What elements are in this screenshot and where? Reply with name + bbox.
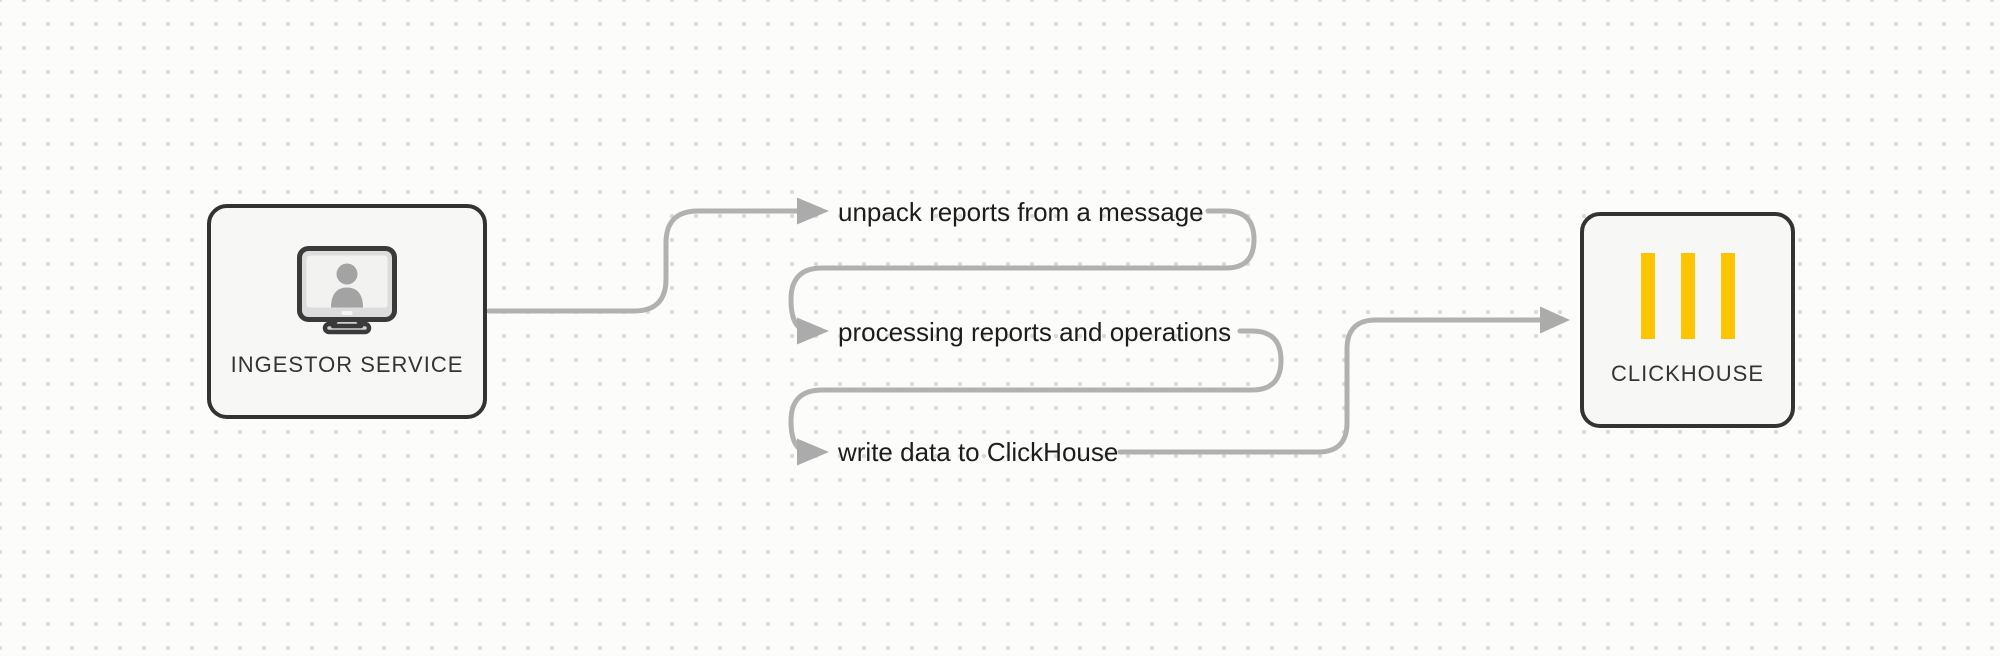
clickhouse-bars-icon <box>1640 253 1735 339</box>
connector-step1-to-step2[interactable] <box>788 208 1257 334</box>
clickhouse-bar <box>1640 253 1655 339</box>
arrowhead-icon <box>797 317 829 345</box>
arrowhead-icon <box>1540 306 1570 334</box>
connector-step3-to-clickhouse[interactable] <box>1117 317 1545 455</box>
node-label-ingestor: INGESTOR SERVICE <box>230 351 464 377</box>
node-label-clickhouse: CLICKHOUSE <box>1610 361 1765 386</box>
clickhouse-bar <box>1720 253 1735 339</box>
arrowhead-icon <box>797 197 829 225</box>
step-label-write[interactable]: write data to ClickHouse <box>838 437 1119 467</box>
connector-step2-to-step3[interactable] <box>788 328 1284 455</box>
clickhouse-bar <box>1680 253 1695 339</box>
node-ingestor-service[interactable]: INGESTOR SERVICE <box>207 204 487 419</box>
step-label-unpack[interactable]: unpack reports from a message <box>838 197 1204 227</box>
node-clickhouse[interactable]: CLICKHOUSE <box>1580 212 1795 428</box>
arrowhead-icon <box>797 438 829 466</box>
monitor-user-icon <box>297 245 397 334</box>
step-label-processing[interactable]: processing reports and operations <box>838 317 1232 347</box>
connector-ingestor-to-step1[interactable] <box>486 208 804 314</box>
